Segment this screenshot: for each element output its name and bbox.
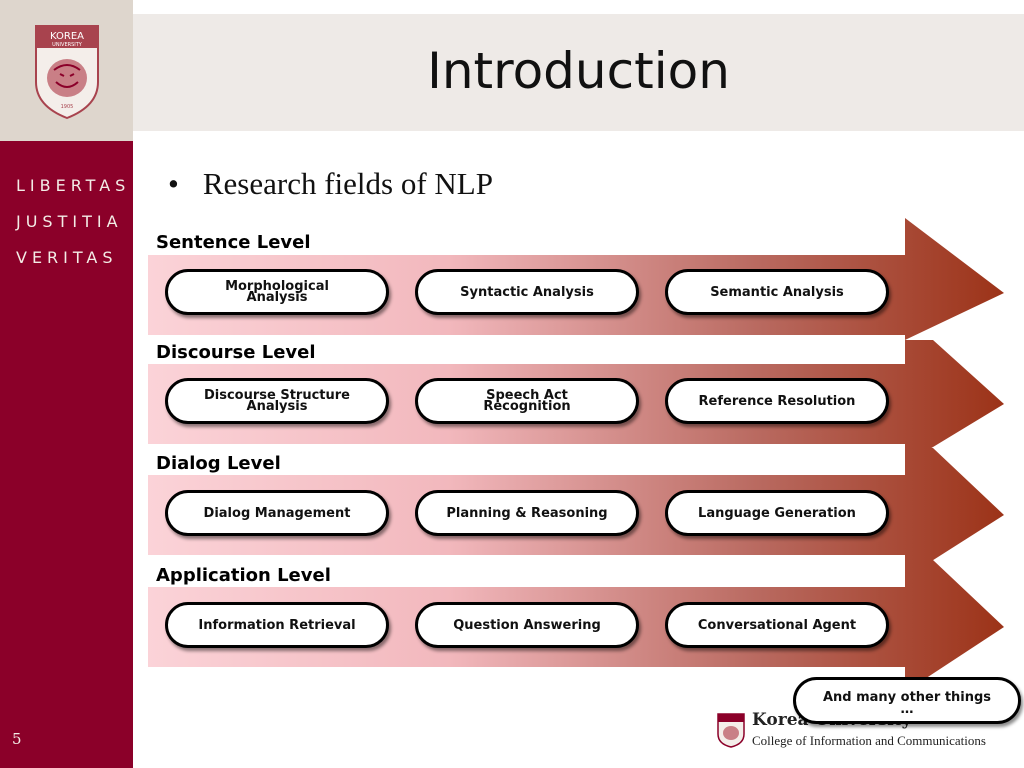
dialog-item-generation[interactable]: Language Generation [665, 490, 889, 536]
note-ellipsis: … [900, 702, 914, 717]
application-item-retrieval[interactable]: Information Retrieval [165, 602, 389, 648]
sentence-item-syntactic[interactable]: Syntactic Analysis [415, 269, 639, 315]
application-item-agent[interactable]: Conversational Agent [665, 602, 889, 648]
logo-year: 1905 [61, 104, 74, 110]
dialog-item-planning[interactable]: Planning & Reasoning [415, 490, 639, 536]
level-label-discourse: Discourse Level [156, 342, 316, 363]
title-band: Introduction [133, 14, 1024, 131]
motto-line: VERITAS [16, 248, 118, 267]
sentence-item-semantic[interactable]: Semantic Analysis [665, 269, 889, 315]
sentence-item-morphological[interactable]: Morphological Analysis [165, 269, 389, 315]
logo-area: KOREA UNIVERSITY 1905 [0, 0, 133, 141]
level-label-dialog: Dialog Level [156, 453, 281, 474]
slide-number: 5 [12, 730, 22, 748]
bullet-icon: • [168, 166, 179, 201]
college-name: College of Information and Communication… [752, 733, 986, 748]
level-label-sentence: Sentence Level [156, 232, 311, 253]
level-label-application: Application Level [156, 565, 331, 586]
application-item-qa[interactable]: Question Answering [415, 602, 639, 648]
note-line: And many other things [822, 690, 992, 705]
motto-line: LIBERTAS [16, 176, 131, 195]
page-title: Introduction [427, 42, 730, 100]
logo-subname: UNIVERSITY [52, 42, 83, 48]
dialog-item-management[interactable]: Dialog Management [165, 490, 389, 536]
motto-line: JUSTITIA [16, 212, 123, 231]
logo-name: KOREA [50, 31, 84, 42]
footer-crest-icon [717, 713, 745, 748]
other-things-note[interactable]: And many other things … [793, 677, 1021, 724]
motto: LIBERTAS JUSTITIA VERITAS [16, 168, 130, 276]
sidebar [0, 141, 133, 768]
bullet-point: • Research fields of NLP [168, 166, 493, 202]
discourse-item-speech-act[interactable]: Speech Act Recognition [415, 378, 639, 424]
discourse-item-reference[interactable]: Reference Resolution [665, 378, 889, 424]
bullet-text: Research fields of NLP [202, 166, 493, 201]
korea-university-crest-icon: KOREA UNIVERSITY 1905 [35, 25, 99, 120]
discourse-item-structure[interactable]: Discourse Structure Analysis [165, 378, 389, 424]
